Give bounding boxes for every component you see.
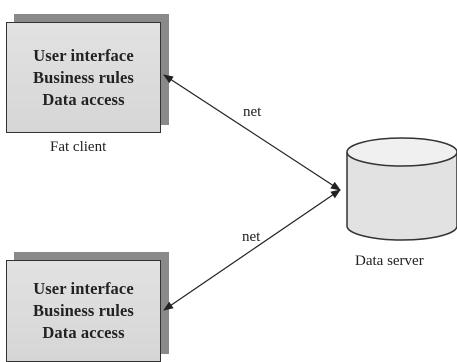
layer-user-interface: User interface	[33, 45, 134, 65]
net-link-top-arrow	[163, 74, 341, 191]
client-box-bottom: User interface Business rules Data acces…	[6, 260, 161, 362]
net-link-bottom-arrow	[163, 189, 341, 311]
layer-business-rules: Business rules	[33, 301, 134, 320]
fat-client-box: User interface Business rules Data acces…	[6, 22, 161, 133]
data-server-caption: Data server	[355, 253, 424, 269]
layer-user-interface: User interface	[33, 279, 134, 298]
layer-data-access: Data access	[42, 89, 125, 109]
fat-client-caption: Fat client	[50, 139, 107, 155]
database-cylinder-icon	[346, 137, 457, 241]
net-label-top: net	[243, 104, 262, 120]
layer-data-access: Data access	[42, 323, 125, 342]
layer-business-rules: Business rules	[33, 67, 134, 87]
net-label-bottom: net	[242, 229, 261, 245]
